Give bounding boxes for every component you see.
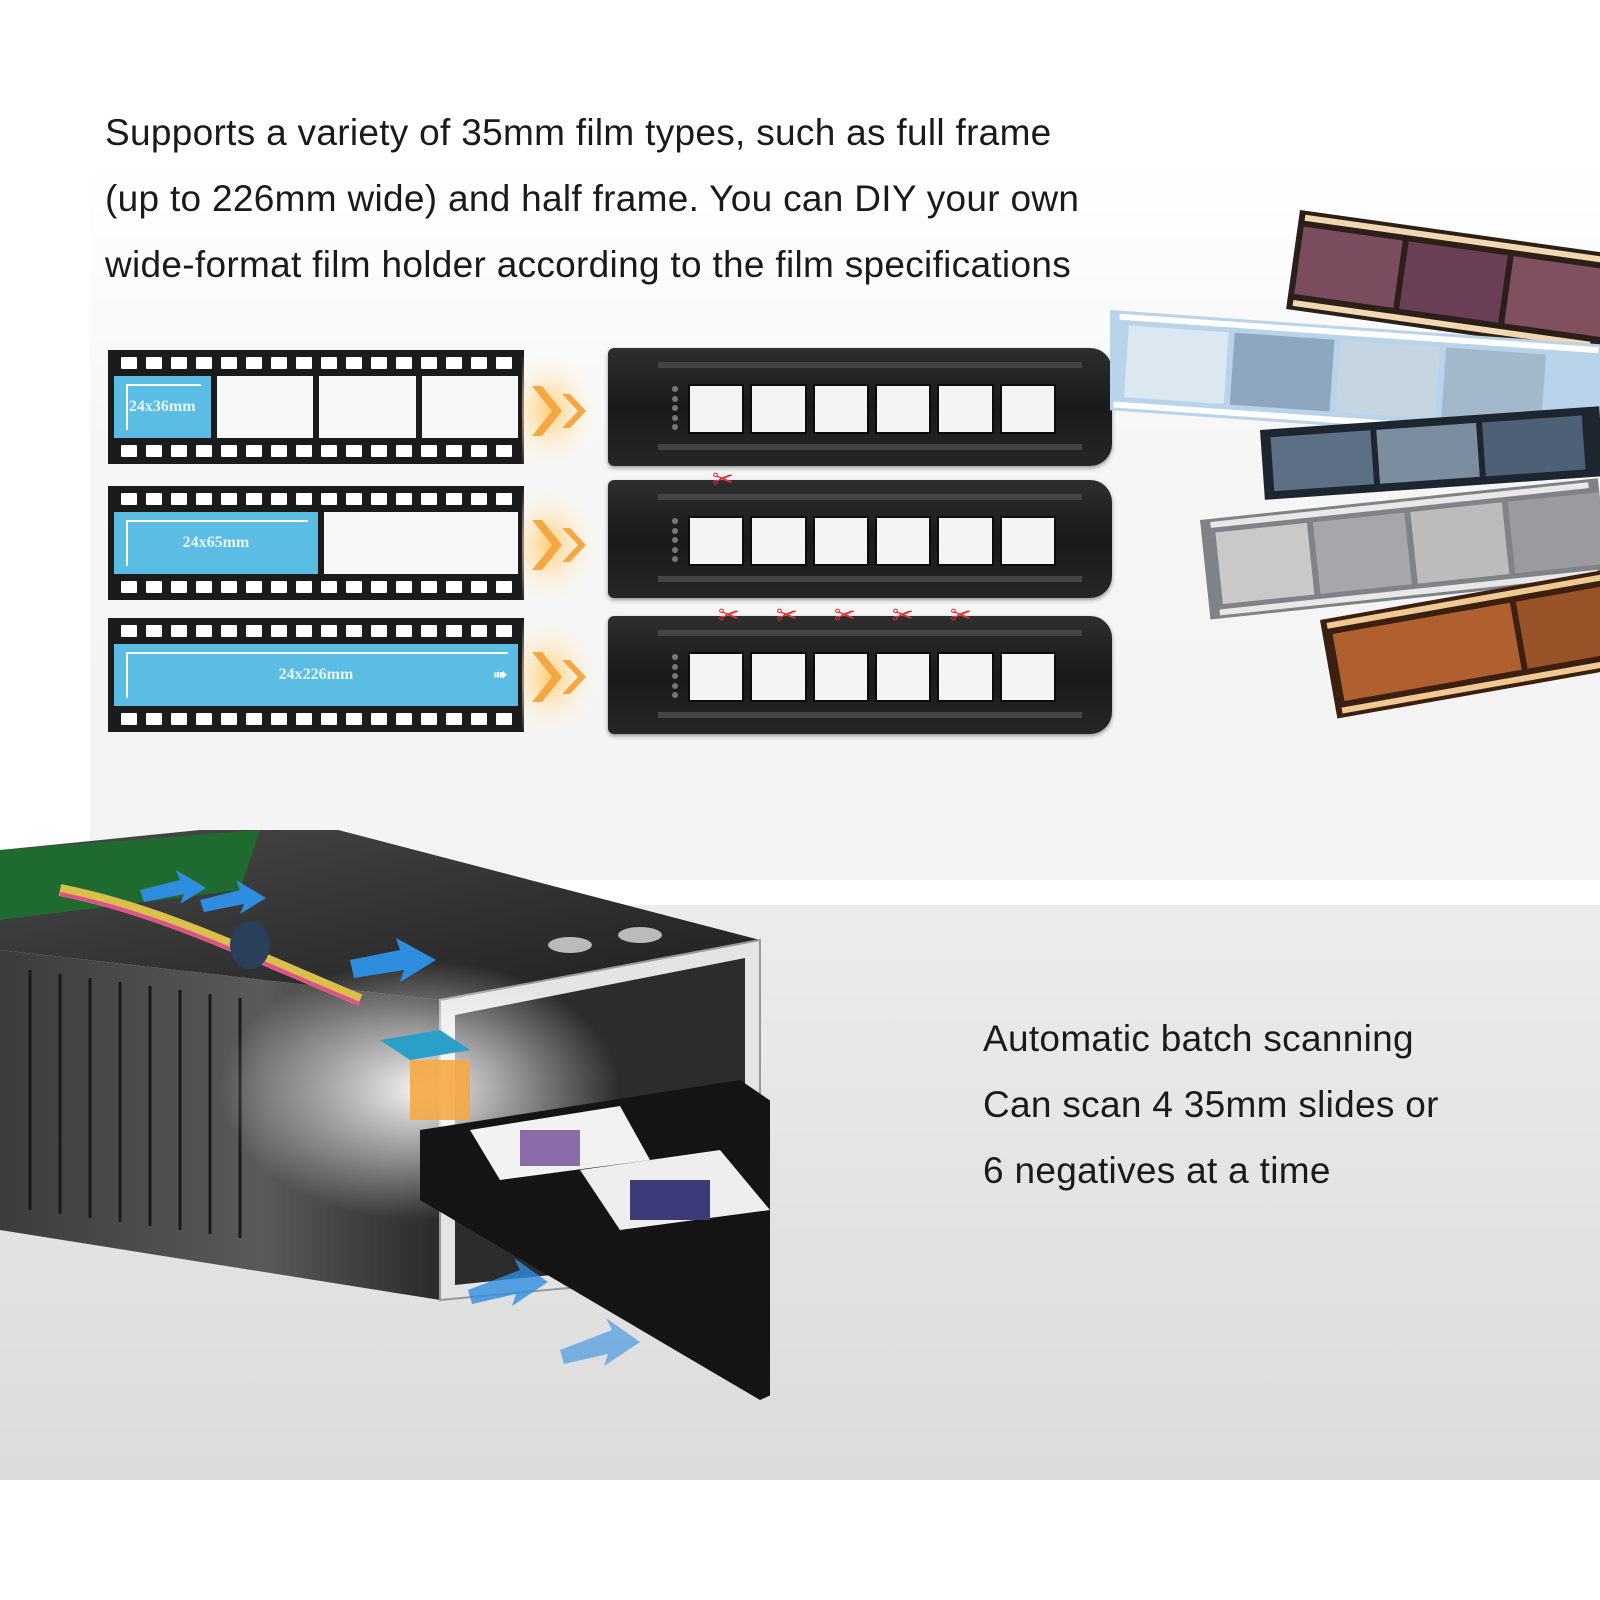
film-format-label: 24x226mm [278,666,354,683]
scissors-icon: ✂ [776,600,798,630]
film-frame [421,376,518,438]
top-caption: Supports a variety of 35mm film types, s… [105,100,1185,298]
film-frame-highlighted: 24x36mm [114,376,211,438]
scissors-icon: ✂ [834,600,856,630]
film-negatives-illustration [1110,210,1600,719]
film-perforations-bottom [108,710,524,728]
film-holder-1 [608,348,1112,466]
scissors-icon: ✂ [950,600,972,630]
film-frame [319,376,416,438]
film-format-label: 24x36mm [128,398,196,415]
bottom-caption-line-2: Can scan 4 35mm slides or [983,1084,1439,1125]
top-caption-line-2: (up to 226mm wide) and half frame. You c… [105,178,1080,219]
film-strip-24x226: 24x226mm ➠ [108,618,524,732]
scissors-icon: ✂ [892,600,914,630]
film-perforations-bottom [108,442,524,460]
film-format-label: 24x65mm [182,534,250,551]
bottom-caption-line-3: 6 negatives at a time [983,1150,1331,1191]
bottom-caption: Automatic batch scanning Can scan 4 35mm… [983,1006,1563,1204]
film-perforations-top [108,490,524,508]
top-caption-line-3: wide-format film holder according to the… [105,244,1071,285]
film-frame [216,376,313,438]
film-holder-3: ✂ ✂ ✂ ✂ ✂ [608,600,1112,734]
glow-arrow-icon [522,622,612,732]
film-scanner-illustration [0,830,770,1400]
film-perforations-top [108,354,524,372]
film-strip-24x36: 24x36mm [108,350,524,464]
glow-arrow-icon [522,490,612,600]
film-perforations-bottom [108,578,524,596]
film-perforations-top [108,622,524,640]
scissors-icon: ✂ [712,464,734,494]
film-frame [323,512,518,574]
top-caption-line-1: Supports a variety of 35mm film types, s… [105,112,1052,153]
bottom-caption-line-1: Automatic batch scanning [983,1018,1414,1059]
arrow-right-icon: ➠ [492,664,508,685]
scissors-icon: ✂ [718,600,740,630]
film-holder-2: ✂ [608,464,1112,598]
film-frame-highlighted: 24x65mm [114,512,318,574]
film-frame-highlighted: 24x226mm ➠ [114,644,518,706]
film-strip-24x65: 24x65mm [108,486,524,600]
glow-arrow-icon [522,356,612,466]
